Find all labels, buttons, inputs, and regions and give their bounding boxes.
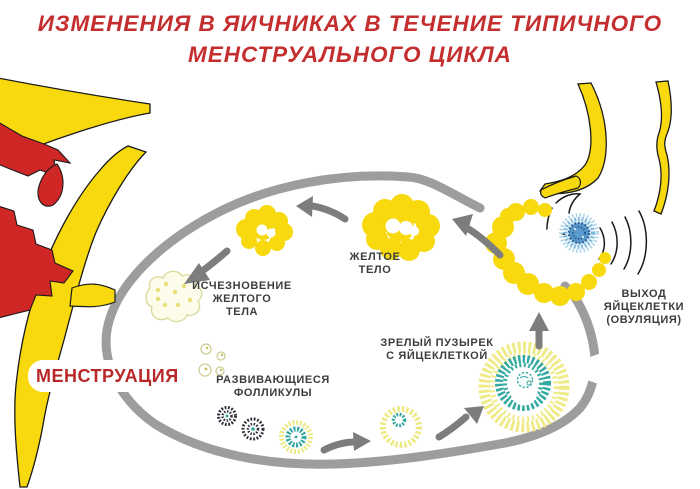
tube-wall-left (538, 82, 607, 195)
fallopian-fimbriae (537, 80, 672, 275)
follicle-stage-3 (279, 420, 313, 454)
menstrual-blood-lower (0, 206, 74, 319)
uterus-anatomy (0, 77, 151, 488)
label-menstruation: МЕНСТРУАЦИЯ (36, 366, 179, 386)
cycle-arrow (197, 247, 231, 276)
uterus-wall-lower (14, 145, 148, 488)
menstrual-blood-drip (37, 163, 64, 207)
tube-tip (540, 175, 582, 199)
cycle-arrow (320, 438, 359, 454)
label-corpus-luteum: ЖЕЛТОЕ ТЕЛО (349, 251, 401, 276)
primordial-follicles (198, 343, 226, 377)
ovary-outline (101, 171, 604, 469)
ruptured-follicle (485, 199, 611, 306)
cycle-arrow (463, 224, 504, 259)
follicle-stage-1 (217, 406, 237, 426)
egg-cell (559, 213, 599, 253)
mature-follicle (478, 341, 570, 433)
label-ovulation: ВЫХОД ЯЙЦЕКЛЕТКИ (ОВУЛЯЦИЯ) (603, 288, 685, 326)
menstruation-label-pill (28, 360, 180, 392)
label-corpus-luteum-disappearance: ИСЧЕЗНОВЕНИЕ ЖЕЛТОГО ТЕЛА (192, 280, 292, 318)
follicle-stage-2 (241, 417, 265, 441)
outline-notch (556, 352, 604, 386)
cycle-arrows (184, 196, 549, 454)
ovarian-ligament (69, 283, 116, 308)
label-developing-follicles: РАЗВИВАЮЩИЕСЯ ФОЛЛИКУЛЫ (216, 374, 330, 399)
tube-wall-right (653, 80, 672, 215)
cycle-arrow (435, 413, 470, 441)
cycle-arrow (308, 202, 349, 223)
follicle-stage-4 (380, 406, 422, 448)
corpus-albicans-shape (145, 270, 203, 323)
label-mature-vesicle: ЗРЕЛЫЙ ПУЗЫРЕК С ЯЙЦЕКЛЕТКОЙ (380, 337, 494, 362)
corpus-luteum-shape (362, 194, 440, 261)
page-title: ИЗМЕНЕНИЯ В ЯИЧНИКАХ В ТЕЧЕНИЕ ТИПИЧНОГО… (37, 11, 663, 67)
fimbriae-icon (537, 193, 648, 275)
corpus-luteum-regressing (236, 205, 293, 256)
